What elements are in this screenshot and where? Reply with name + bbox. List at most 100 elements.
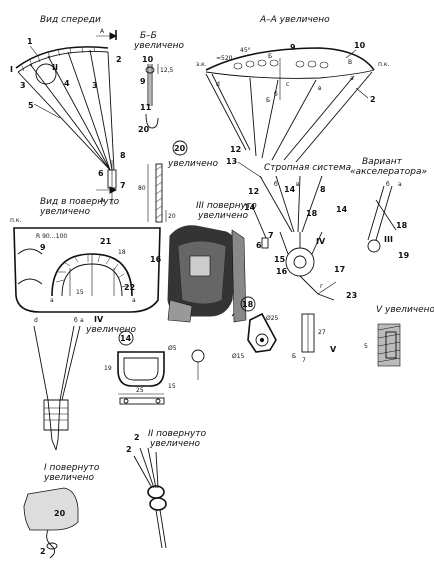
sys-letter-b: б bbox=[274, 181, 278, 188]
label-18-sys: 18 bbox=[306, 209, 318, 218]
caption-i-1: I повернуто bbox=[44, 463, 100, 473]
label-1: 1 bbox=[27, 37, 33, 46]
dim-5: 5 bbox=[364, 343, 368, 350]
section-a-label-bottom: А bbox=[100, 197, 105, 204]
var-letter-b: б bbox=[386, 181, 390, 188]
dim-r90: R 90…100 bbox=[36, 233, 67, 240]
caption-variant-2: «акселератора» bbox=[350, 167, 427, 177]
label-pk: п.к. bbox=[378, 61, 389, 68]
dim-27: 27 bbox=[318, 329, 326, 336]
label-23: 23 bbox=[346, 291, 357, 300]
iv-letter-b: б bbox=[74, 317, 78, 324]
label-2-ii-b: 2 bbox=[134, 433, 140, 442]
caption-aa: А–А увеличено bbox=[259, 15, 330, 25]
section-aa: А–А увеличено 9 10 з.к. п.к. 45° ≈520 Б … bbox=[196, 15, 389, 179]
label-9-bb: 9 bbox=[140, 77, 146, 86]
label-roman-iii-var: III bbox=[384, 235, 393, 244]
label-11: 11 bbox=[140, 103, 152, 112]
label-18-var: 18 bbox=[396, 221, 408, 230]
label-10: 10 bbox=[354, 41, 366, 50]
v-letter-a-left: а bbox=[50, 297, 54, 304]
dist-520: ≈520 bbox=[216, 55, 233, 62]
label-roman-v: V bbox=[330, 345, 337, 354]
part-14: 14 Ø5 19 25 15 bbox=[104, 330, 205, 405]
part18-letter-b: Б bbox=[292, 353, 296, 360]
label-19: 19 bbox=[398, 251, 410, 260]
dim-dia5: Ø5 bbox=[168, 345, 177, 352]
label-7-sys: 7 bbox=[268, 231, 274, 240]
view-v: V увеличено 5 bbox=[364, 305, 434, 367]
sys-letter-v: в bbox=[296, 181, 300, 188]
caption-front-view: Вид спереди bbox=[40, 15, 101, 25]
part-18: 18 Ø25 Ø15 27 7 Б V bbox=[232, 296, 337, 364]
label-6-sys: 6 bbox=[256, 241, 262, 250]
label-15-sys: 15 bbox=[274, 255, 286, 264]
section-b-bottom: Б bbox=[266, 97, 270, 104]
dim-15b: 15 bbox=[168, 383, 176, 390]
caption-variant-1: Вариант bbox=[362, 157, 403, 167]
label-8-sys: 8 bbox=[320, 185, 326, 194]
angle-45: 45° bbox=[240, 47, 251, 54]
label-zk: з.к. bbox=[196, 61, 207, 68]
dim-80: 80 bbox=[138, 185, 146, 192]
caption-i-2: увеличено bbox=[43, 473, 95, 483]
caption-iv-sub: увеличено bbox=[85, 325, 137, 335]
view-v-rotated: Вид в повернуто увеличено п.к. R 90…100 … bbox=[10, 197, 162, 313]
label-9: 9 bbox=[290, 43, 296, 52]
label-14-sys-mid: 14 bbox=[284, 185, 296, 194]
caption-ii-1: II повернуто bbox=[148, 429, 207, 439]
dim-7: 7 bbox=[302, 357, 306, 364]
label-20-circle: 20 bbox=[174, 144, 186, 153]
label-22: 22 bbox=[124, 283, 135, 292]
view-20: 20 увеличено 80 20 bbox=[138, 140, 219, 223]
iv-letter-a: а bbox=[80, 317, 84, 324]
label-2-ii-a: 2 bbox=[126, 445, 132, 454]
label-4: 4 bbox=[64, 79, 70, 88]
label-pk-v: п.к. bbox=[10, 217, 21, 224]
label-12-sys: 12 bbox=[248, 187, 259, 196]
view-iv: d б а IV увеличено bbox=[33, 315, 137, 451]
label-5: 5 bbox=[28, 101, 34, 110]
dim-25: 25 bbox=[136, 387, 144, 394]
label-16-v: 16 bbox=[150, 255, 162, 264]
dim-dia15: Ø15 bbox=[232, 353, 245, 360]
label-roman-iv-sys: IV bbox=[316, 237, 326, 246]
label-18-circle: 18 bbox=[242, 300, 254, 309]
label-2-front: 2 bbox=[116, 55, 122, 64]
accelerator-variant: Вариант «акселератора» 18 III 19 б а bbox=[350, 157, 427, 260]
label-7: 7 bbox=[120, 181, 126, 190]
label-19-ring: 19 bbox=[104, 365, 112, 372]
caption-ii-2: увеличено bbox=[149, 439, 201, 449]
caption-v-view-2: увеличено bbox=[39, 207, 91, 217]
label-10-bb: 10 bbox=[142, 55, 154, 64]
caption-line-system: Стропная система bbox=[264, 163, 351, 173]
section-a-label-top: А bbox=[100, 28, 105, 35]
label-8: 8 bbox=[120, 151, 126, 160]
label-14-circle: 14 bbox=[120, 334, 132, 343]
rib-c: с bbox=[286, 81, 289, 88]
caption-bb-title: Б–Б bbox=[140, 31, 157, 41]
rib-d: d bbox=[216, 81, 220, 88]
view-i: I повернуто увеличено 20 2 bbox=[23, 463, 100, 559]
dim-dia25: Ø25 bbox=[266, 315, 279, 322]
caption-view20-sub: увеличено bbox=[167, 159, 219, 169]
label-13: 13 bbox=[226, 157, 237, 166]
label-roman-i: I bbox=[10, 65, 13, 74]
label-20-i: 20 bbox=[54, 509, 66, 518]
dim-15: 15 bbox=[76, 289, 84, 296]
label-16-sys: 16 bbox=[276, 267, 288, 276]
label-14-sys-left: 14 bbox=[244, 203, 256, 212]
label-17: 17 bbox=[334, 265, 345, 274]
caption-v-enl: V увеличено bbox=[376, 305, 434, 315]
label-2-aa: 2 bbox=[370, 95, 376, 104]
label-14-sys-right: 14 bbox=[336, 205, 348, 214]
label-roman-ii: II bbox=[52, 63, 58, 72]
caption-iii-1: III повернуто bbox=[196, 201, 257, 211]
label-2-i: 2 bbox=[40, 547, 46, 556]
sys-letter-g: г bbox=[320, 283, 323, 290]
caption-bb-sub: увеличено bbox=[133, 41, 185, 51]
line-system: Стропная система 12 14 14 8 14 18 б в 6 … bbox=[244, 163, 357, 301]
dim-12-5: 12,5 bbox=[160, 67, 174, 74]
label-20-bb: 20 bbox=[138, 125, 150, 134]
